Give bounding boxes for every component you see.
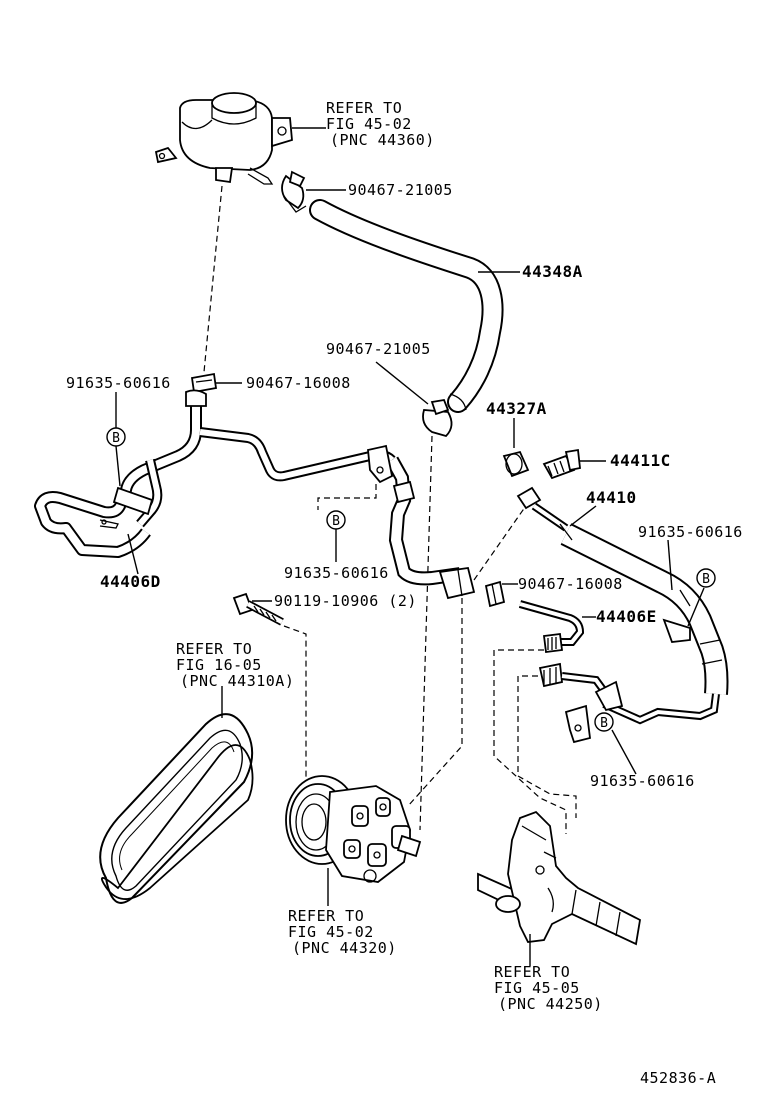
belt-ref-line2: FIG 16-05: [176, 656, 262, 674]
label-clip-right-bottom: 91635-60616: [590, 772, 695, 790]
b-marker-left: B: [106, 427, 126, 447]
svg-text:B: B: [600, 716, 608, 731]
label-clamp-top: 90467-21005: [348, 181, 453, 199]
b-marker-center: B: [326, 510, 346, 530]
b-marker-right-top: B: [696, 568, 716, 588]
reservoir-ref-line2: FIG 45-02: [326, 115, 412, 133]
label-clamp-mid: 90467-21005: [326, 340, 431, 358]
pump-ref-line2: FIG 45-02: [288, 923, 374, 941]
label-clamp-right: 90467-16008: [518, 575, 623, 593]
pressure-tube-bracket: [538, 662, 624, 744]
label-clip-left: 91635-60616: [66, 374, 171, 392]
tube-44406e: [518, 600, 585, 654]
svg-text:B: B: [112, 431, 120, 446]
label-44410: 44410: [586, 488, 637, 507]
hose-clamp-top: [281, 170, 307, 213]
reservoir-hose: [309, 199, 504, 413]
belt-ref-line1: REFER TO: [176, 640, 252, 658]
pump-ref-line3: (PNC 44320): [292, 939, 397, 957]
svg-text:B: B: [332, 514, 340, 529]
gear-ref-line1: REFER TO: [494, 963, 570, 981]
steering-gear: [477, 810, 641, 946]
reservoir-ref-line1: REFER TO: [326, 99, 402, 117]
gear-ref-line3: (PNC 44250): [498, 995, 603, 1013]
b-marker-right-bottom: B: [594, 712, 614, 732]
label-44406d: 44406D: [100, 572, 161, 591]
reservoir-ref-line3: (PNC 44360): [330, 131, 435, 149]
center-pressure-tube: [367, 444, 476, 600]
bolt-90119: [232, 592, 284, 626]
label-44406e: 44406E: [596, 607, 657, 626]
label-clamp-left: 90467-16008: [246, 374, 351, 392]
label-44411c: 44411C: [610, 451, 671, 470]
svg-text:B: B: [702, 572, 710, 587]
reservoir-tank: [154, 92, 293, 185]
part-44411c: [542, 448, 581, 480]
drive-belt: [99, 713, 254, 904]
label-44327a: 44327A: [486, 399, 547, 418]
label-44348a: 44348A: [522, 262, 583, 281]
gear-ref-line2: FIG 45-05: [494, 979, 580, 997]
part-44327a: [502, 450, 530, 478]
power-steering-pump: [285, 775, 422, 883]
diagram-id: 452836-A: [640, 1069, 716, 1087]
belt-ref-line3: (PNC 44310A): [180, 672, 294, 690]
hose-clamp-right: [484, 580, 506, 608]
pump-ref-line1: REFER TO: [288, 907, 364, 925]
hose-clamp-left: [190, 372, 218, 394]
label-clip-right-top: 91635-60616: [638, 523, 743, 541]
hose-clamp-mid: [422, 398, 453, 438]
label-bolt: 90119-10906 (2): [274, 592, 417, 610]
label-clip-center: 91635-60616: [284, 564, 389, 582]
